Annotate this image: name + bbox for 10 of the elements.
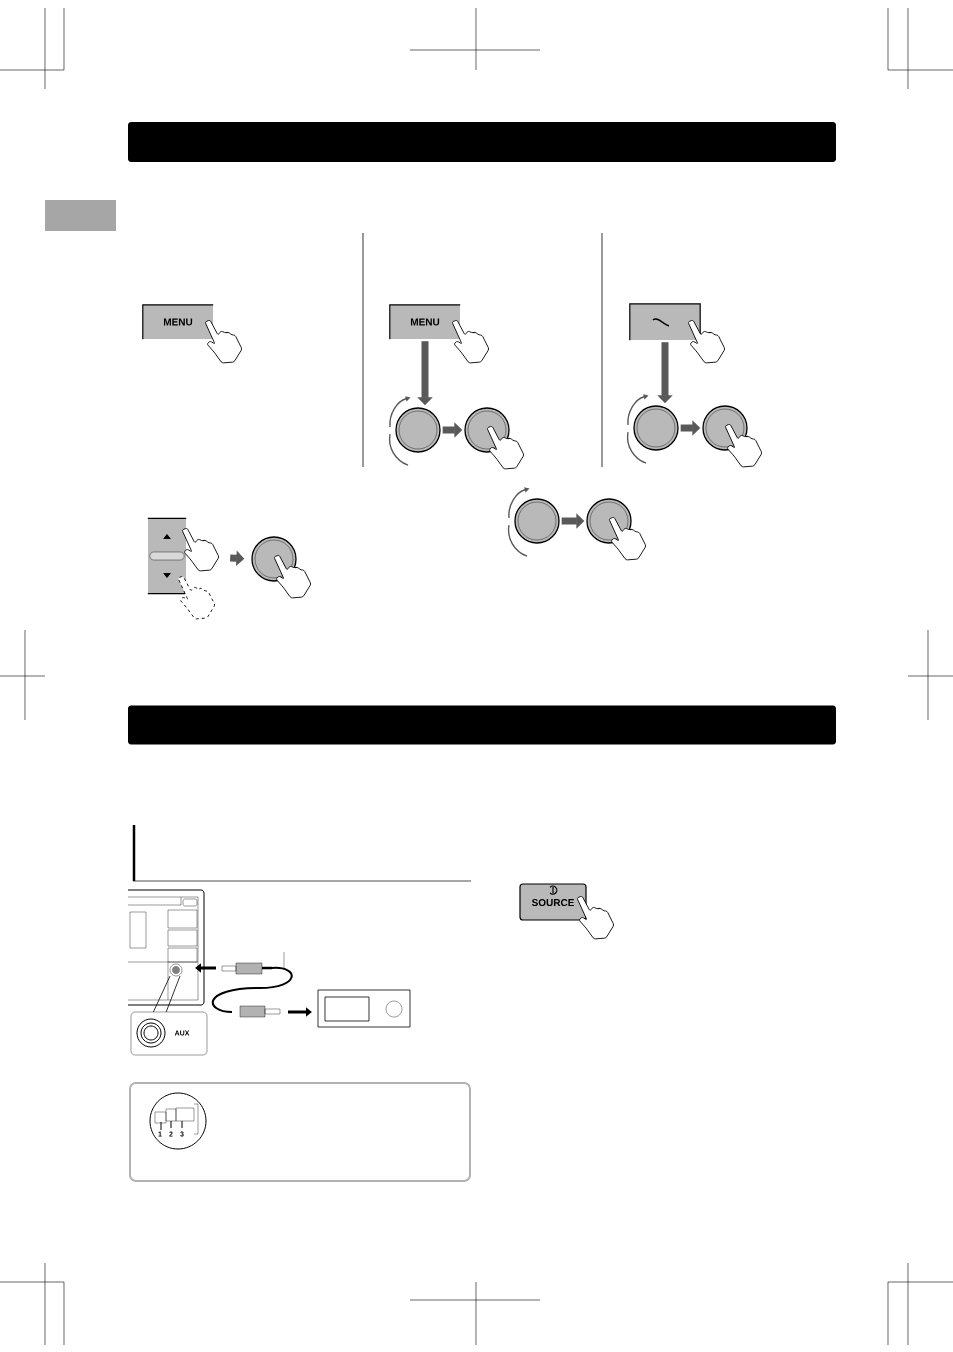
menu-button: MENU xyxy=(389,304,461,340)
control-knob xyxy=(633,405,679,451)
control-knob xyxy=(395,407,441,453)
up-down-button xyxy=(147,517,187,595)
control-knob xyxy=(514,498,560,544)
heading-bar xyxy=(128,705,836,745)
phone-button xyxy=(629,303,701,341)
heading-bar xyxy=(128,122,836,162)
source-button: SOURCE xyxy=(519,883,587,921)
menu-button: MENU xyxy=(142,304,214,340)
